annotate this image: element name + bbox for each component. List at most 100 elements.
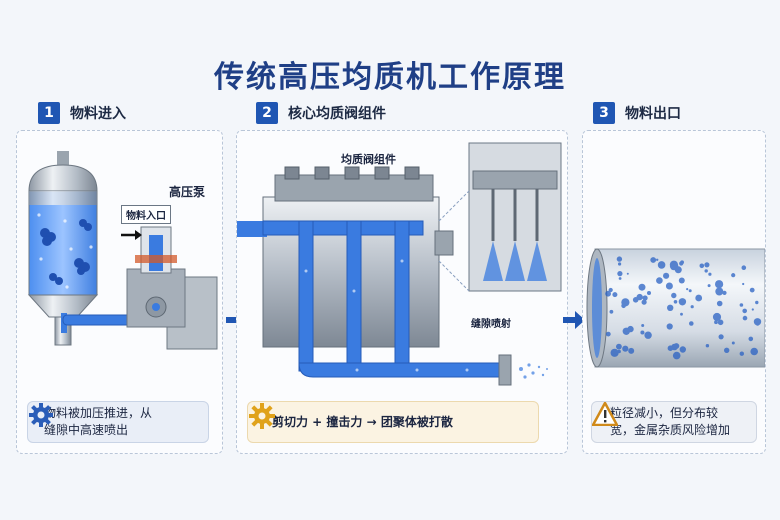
- info-text-3: 粒径减小，但分布较宽，金属杂质风险增加: [610, 406, 731, 437]
- particle-dot: [641, 324, 645, 327]
- particle-dot: [690, 305, 694, 309]
- pump-label: 高压泵: [169, 185, 206, 199]
- particle-dot: [715, 287, 724, 296]
- particle-dot: [678, 277, 685, 284]
- tank-pump-illustration: [27, 151, 218, 350]
- particle-dot: [641, 299, 647, 305]
- step-header-3: 3 物料出口: [593, 102, 681, 124]
- particle-dot: [695, 294, 703, 302]
- particle-dot: [626, 272, 629, 275]
- particle-dot: [605, 331, 611, 337]
- particle-dot: [680, 312, 683, 316]
- particle-dot: [640, 330, 645, 335]
- particle-dot: [617, 271, 623, 277]
- particle-dot: [741, 265, 747, 270]
- info-card-1: 物料被加压推进，从缝隙中高速喷出: [27, 401, 209, 443]
- particle-dot: [628, 347, 635, 354]
- particle-dot: [718, 334, 724, 340]
- particle-dot: [751, 308, 754, 311]
- particle-dot: [671, 292, 677, 299]
- particle-dot: [742, 308, 747, 314]
- particle-dot: [704, 262, 710, 268]
- step-number-3: 3: [593, 102, 615, 124]
- particle-dot: [749, 287, 755, 293]
- particle-dot: [756, 322, 760, 326]
- particle-dot: [689, 321, 694, 326]
- info-card-3: 粒径减小，但分布较宽，金属杂质风险增加: [591, 401, 757, 443]
- info-text-1: 物料被加压推进，从缝隙中高速喷出: [44, 406, 153, 437]
- particle-dot: [657, 261, 666, 269]
- valve-label: 均质阀组件: [341, 153, 396, 166]
- particle-dot: [656, 258, 659, 261]
- particle-dot: [665, 282, 673, 290]
- particle-dot: [622, 327, 630, 335]
- gap-spray-label: 缝隙喷射: [471, 319, 511, 330]
- particle-dot: [618, 277, 622, 280]
- page-title: 传统高压均质机工作原理: [214, 60, 566, 95]
- particle-dot: [618, 262, 622, 266]
- particle-dot: [608, 287, 613, 293]
- panel-material-inlet: 物料入口 高压泵 物料被加压推进，从缝隙中高速喷出: [16, 130, 223, 454]
- particle-dot: [686, 288, 689, 291]
- particle-dot: [739, 303, 744, 307]
- valve-illustration: [237, 142, 562, 386]
- particle-dot: [622, 345, 629, 352]
- particle-dot: [717, 319, 724, 326]
- step-header-1: 1 物料进入: [38, 102, 126, 124]
- particle-dot: [621, 303, 626, 309]
- particle-dot: [612, 292, 618, 298]
- particle-dot: [708, 272, 712, 276]
- particle-dot: [742, 282, 745, 286]
- particle-dot: [644, 331, 652, 339]
- particle-dot: [674, 266, 682, 274]
- particle-dot: [688, 289, 692, 293]
- info-card-2: 剪切力 + 撞击力 → 团聚体被打散: [247, 401, 539, 443]
- step-number-1: 1: [38, 102, 60, 124]
- step-label-3: 物料出口: [625, 106, 681, 122]
- particle-dot: [739, 351, 744, 356]
- particle-dot: [647, 291, 651, 295]
- particle-dot: [714, 320, 718, 325]
- particle-dot: [750, 347, 758, 356]
- step-number-2: 2: [256, 102, 278, 124]
- particle-dot: [667, 345, 674, 351]
- particle-dot: [667, 304, 674, 311]
- particle-dot: [638, 283, 646, 291]
- particle-dot: [742, 315, 748, 321]
- panel-material-outlet: 粒径减小，但分布较宽，金属杂质风险增加: [582, 130, 766, 454]
- particle-dot: [672, 351, 681, 360]
- outlet-pipe-illustration: [586, 248, 765, 368]
- particle-dot: [642, 295, 648, 301]
- particle-dot: [666, 323, 673, 330]
- particle-dot: [731, 341, 735, 345]
- particle-dot: [650, 257, 657, 263]
- step-label-1: 物料进入: [70, 106, 126, 122]
- particle-dot: [669, 260, 678, 269]
- particle-dot: [707, 284, 711, 288]
- particle-dot: [678, 298, 687, 306]
- particle-dot: [617, 349, 621, 354]
- particle-dot: [724, 347, 730, 353]
- panel-valve-assembly: 均质阀组件 缝隙喷射 剪切力 + 撞击力 → 团聚体被打散: [236, 130, 568, 454]
- particle-dot: [722, 290, 727, 295]
- particle-dot: [616, 343, 622, 350]
- particle-dot: [716, 300, 723, 307]
- particle-dot: [753, 318, 762, 326]
- particle-dot: [663, 272, 670, 279]
- particle-dot: [605, 290, 611, 297]
- step-label-2: 核心均质阀组件: [288, 106, 386, 122]
- particle-dot: [656, 277, 663, 284]
- particle-dot: [699, 263, 705, 269]
- particle-dot: [731, 273, 736, 278]
- particle-dot: [748, 336, 754, 342]
- particle-dot: [755, 300, 759, 305]
- inlet-label: 物料入口: [121, 205, 171, 224]
- info-text-2: 剪切力 + 撞击力 → 团聚体被打散: [272, 414, 453, 429]
- particle-dot: [616, 256, 623, 262]
- particle-dot: [636, 293, 643, 301]
- particle-dot: [712, 312, 722, 322]
- particle-dot: [715, 280, 724, 289]
- particle-dot: [679, 261, 684, 266]
- particle-dots: [605, 256, 762, 360]
- particle-dot: [705, 344, 710, 348]
